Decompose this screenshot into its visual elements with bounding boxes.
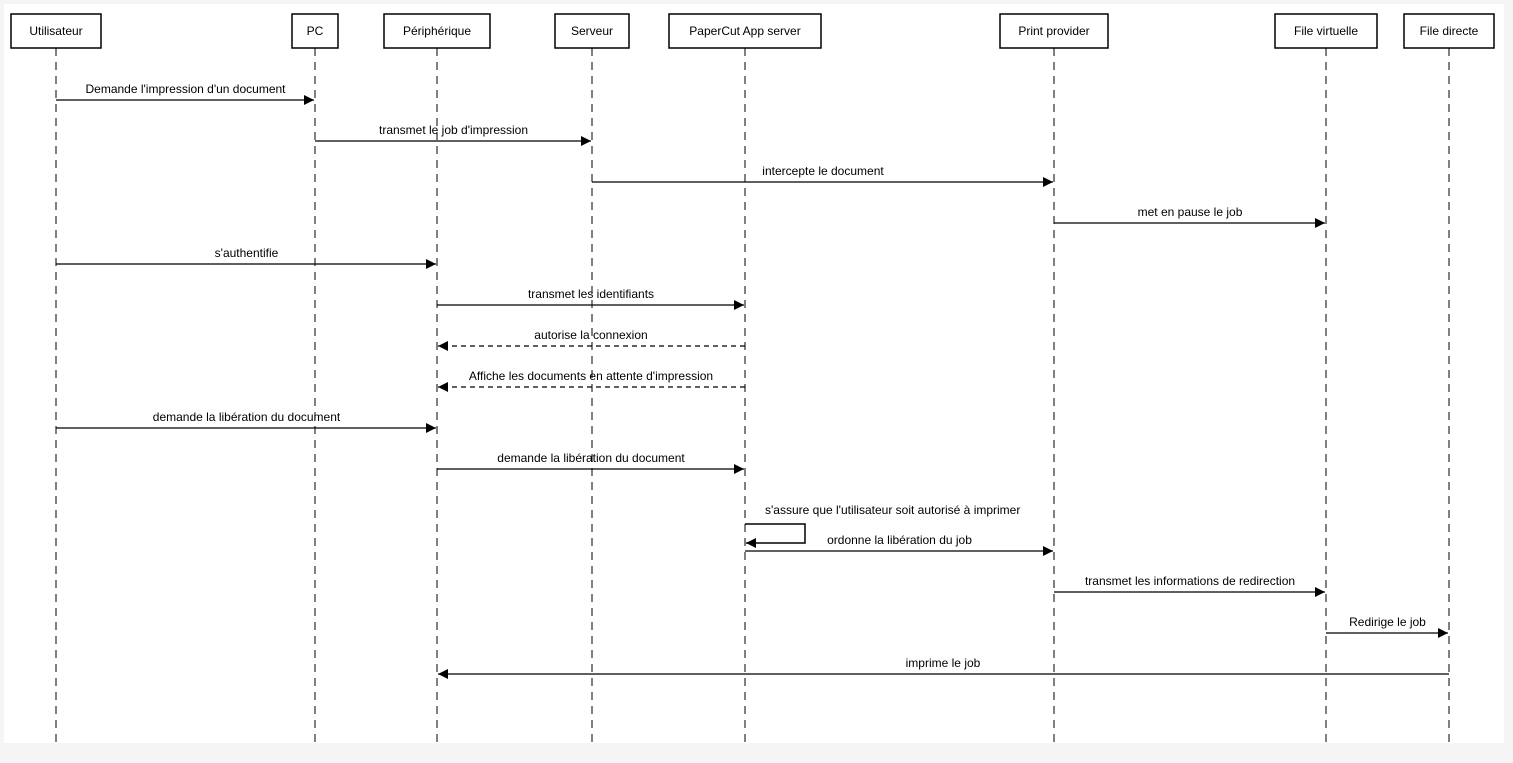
actor-label: Périphérique	[403, 24, 471, 38]
actor-peripherique: Périphérique	[383, 13, 491, 49]
message-13: transmet les informations de redirection	[1054, 574, 1325, 597]
message-14: Redirige le job	[1326, 615, 1448, 638]
message-label: imprime le job	[906, 656, 981, 670]
actor-label: PC	[307, 24, 324, 38]
message-label: Demande l'impression d'un document	[85, 82, 286, 96]
actor-filevirtuelle: File virtuelle	[1274, 13, 1378, 49]
actor-box	[999, 13, 1109, 49]
actor-papercut: PaperCut App server	[668, 13, 822, 49]
actor-box	[668, 13, 822, 49]
message-label: demande la libération du document	[497, 451, 685, 465]
actor-box	[554, 13, 630, 49]
message-label: ordonne la libération du job	[827, 533, 972, 547]
message-label: met en pause le job	[1138, 205, 1243, 219]
message-6: transmet les identifiants	[437, 287, 744, 310]
actor-label: PaperCut App server	[689, 24, 800, 38]
actor-label: File directe	[1420, 24, 1479, 38]
message-3: intercepte le document	[592, 164, 1053, 187]
message-11: s'assure que l'utilisateur soit autorisé…	[745, 503, 1020, 548]
actor-serveur: Serveur	[554, 13, 630, 49]
self-message-arrow	[745, 523, 806, 548]
message-label: s'authentifie	[215, 246, 279, 260]
actor-label: Utilisateur	[29, 24, 82, 38]
actor-box	[1403, 13, 1495, 49]
message-4: met en pause le job	[1054, 205, 1325, 228]
message-15: imprime le job	[438, 656, 1449, 679]
message-label: transmet les informations de redirection	[1085, 574, 1295, 588]
sequence-diagram-canvas: Utilisateur PC Périphérique Serveur PaperCut…	[4, 4, 1504, 743]
message-label: Redirige le job	[1349, 615, 1426, 629]
actor-filedirecte: File directe	[1403, 13, 1495, 49]
actor-utilisateur: Utilisateur	[10, 13, 102, 49]
message-2: transmet le job d'impression	[315, 123, 591, 146]
message-5: s'authentifie	[56, 246, 436, 269]
message-9: demande la libération du document	[56, 410, 436, 433]
actor-box	[291, 13, 339, 49]
actor-label: Serveur	[571, 24, 613, 38]
message-label: intercepte le document	[762, 164, 884, 178]
message-12: ordonne la libération du job	[745, 533, 1053, 556]
message-label: autorise la connexion	[534, 328, 647, 342]
actor-box	[1274, 13, 1378, 49]
message-7: autorise la connexion	[438, 328, 745, 351]
actor-printprovider: Print provider	[999, 13, 1109, 49]
message-label: transmet le job d'impression	[379, 123, 528, 137]
actor-label: Print provider	[1018, 24, 1089, 38]
message-label: transmet les identifiants	[528, 287, 654, 301]
actor-pc: PC	[291, 13, 339, 49]
message-label: Affiche les documents en attente d'impre…	[469, 369, 713, 383]
actor-label: File virtuelle	[1294, 24, 1358, 38]
sequence-diagram: Utilisateur PC Périphérique Serveur PaperCut…	[10, 13, 1495, 743]
message-8: Affiche les documents en attente d'impre…	[438, 369, 745, 392]
actor-box	[10, 13, 102, 49]
message-1: Demande l'impression d'un document	[56, 82, 314, 105]
message-label: demande la libération du document	[153, 410, 341, 424]
actor-box	[383, 13, 491, 49]
message-10: demande la libération du document	[437, 451, 744, 474]
message-label: s'assure que l'utilisateur soit autorisé…	[765, 503, 1020, 517]
